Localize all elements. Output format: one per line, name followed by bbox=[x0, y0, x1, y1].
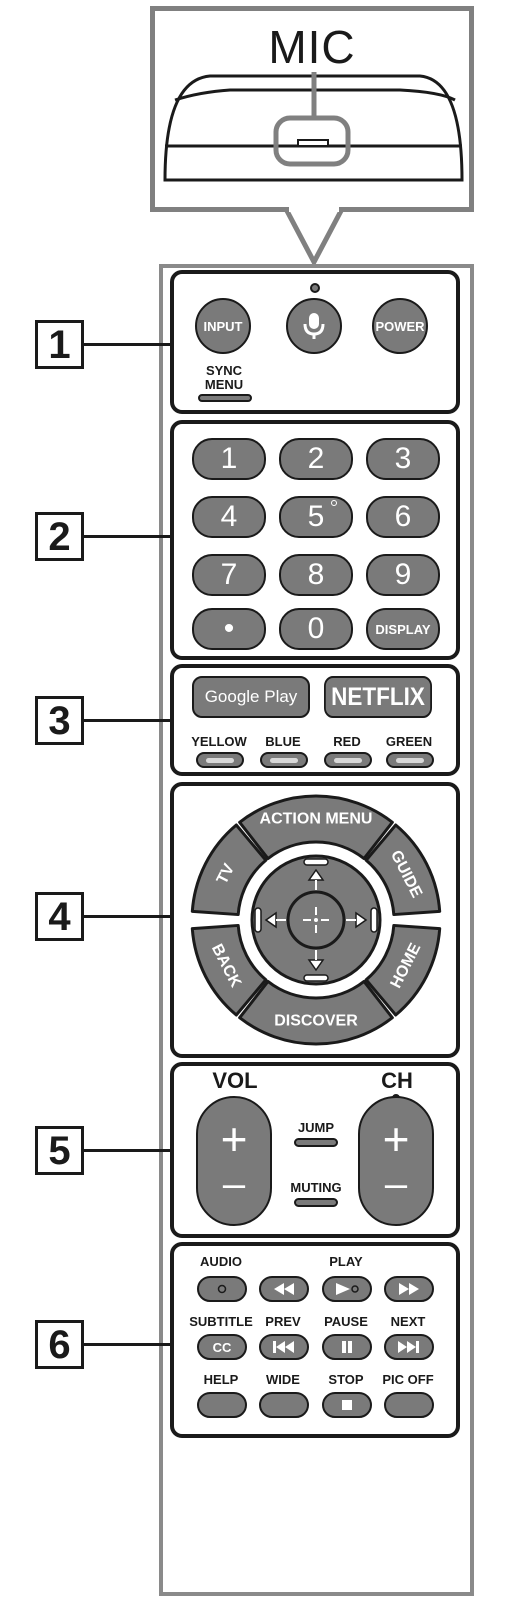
playback-label-audio: AUDIO bbox=[200, 1254, 242, 1269]
ring-label-action-menu: ACTION MENU bbox=[260, 811, 373, 828]
key-6-button[interactable]: 6 bbox=[366, 496, 440, 538]
enter-crosshair-icon bbox=[303, 907, 329, 933]
cc-icon: CC bbox=[212, 1339, 232, 1355]
input-button[interactable]: INPUT bbox=[195, 298, 251, 354]
muting-button[interactable] bbox=[294, 1198, 338, 1207]
playback-label-wide: WIDE bbox=[266, 1372, 300, 1387]
playback-fast-forward-icon-button[interactable] bbox=[384, 1276, 434, 1302]
next-icon bbox=[398, 1341, 420, 1353]
ring-action-menu-button[interactable] bbox=[238, 794, 394, 861]
key-1-button[interactable]: 1 bbox=[192, 438, 266, 480]
google-play-button[interactable]: Google Play bbox=[192, 676, 310, 718]
key-4-button[interactable]: 4 bbox=[192, 496, 266, 538]
mic-button[interactable] bbox=[286, 298, 342, 354]
prev-icon bbox=[273, 1341, 295, 1353]
callout-1: 1 bbox=[35, 320, 84, 369]
playback-wide-button[interactable] bbox=[259, 1392, 309, 1418]
callout-leader-3 bbox=[84, 719, 172, 722]
callout-4: 4 bbox=[35, 892, 84, 941]
microphone-icon bbox=[303, 313, 325, 339]
sync-menu-button[interactable] bbox=[198, 394, 252, 402]
key-display-button[interactable]: DISPLAY bbox=[366, 608, 440, 650]
playback-pause-button[interactable] bbox=[322, 1334, 372, 1360]
jump-label: JUMP bbox=[297, 1120, 335, 1135]
volume-rocker[interactable]: + – bbox=[196, 1096, 272, 1226]
mic-callout-drawing bbox=[163, 72, 464, 268]
jump-button[interactable] bbox=[294, 1138, 338, 1147]
volume-down-icon[interactable]: – bbox=[222, 1162, 246, 1206]
callout-leader-6 bbox=[84, 1343, 172, 1346]
key-2-button[interactable]: 2 bbox=[279, 438, 353, 480]
mic-title: MIC bbox=[268, 21, 356, 73]
playback-pic-off-button[interactable] bbox=[384, 1392, 434, 1418]
callout-5: 5 bbox=[35, 1126, 84, 1175]
pause-icon bbox=[341, 1341, 353, 1353]
playback-label-play: PLAY bbox=[329, 1254, 363, 1269]
callout-leader-5 bbox=[84, 1149, 172, 1152]
color-key-yellow-button[interactable] bbox=[196, 752, 244, 768]
audio-dot-icon bbox=[216, 1283, 228, 1295]
callout-leader-4 bbox=[84, 915, 172, 918]
key-0-button[interactable]: 0 bbox=[279, 608, 353, 650]
rewind-icon bbox=[274, 1283, 294, 1295]
playback-label-help: HELP bbox=[203, 1372, 239, 1387]
ring-tv-button[interactable] bbox=[190, 823, 268, 917]
power-button[interactable]: POWER bbox=[372, 298, 428, 354]
ring-home-button[interactable] bbox=[364, 923, 442, 1017]
netflix-button[interactable]: NETFLIX bbox=[324, 676, 432, 718]
channel-down-icon[interactable]: – bbox=[384, 1162, 408, 1206]
key-3-button[interactable]: 3 bbox=[366, 438, 440, 480]
playback-audio-button[interactable] bbox=[197, 1276, 247, 1302]
vol-label: VOL bbox=[212, 1068, 258, 1093]
ring-label-discover: DISCOVER bbox=[274, 1013, 358, 1030]
key-9-button[interactable]: 9 bbox=[366, 554, 440, 596]
key-dot-button[interactable]: • bbox=[192, 608, 266, 650]
muting-label: MUTING bbox=[290, 1180, 342, 1195]
ch-label: CH bbox=[381, 1068, 413, 1093]
ring-back-button[interactable] bbox=[190, 923, 268, 1017]
playback-help-button[interactable] bbox=[197, 1392, 247, 1418]
playback-next-button[interactable] bbox=[384, 1334, 434, 1360]
playback-label-pic-off: PIC OFF bbox=[382, 1372, 434, 1387]
channel-up-icon[interactable]: + bbox=[382, 1113, 410, 1165]
volume-up-icon[interactable]: + bbox=[220, 1113, 248, 1165]
channel-rocker[interactable]: + – bbox=[358, 1096, 434, 1226]
playback-subtitle-button[interactable]: CC bbox=[197, 1334, 247, 1360]
playback-rewind-icon-button[interactable] bbox=[259, 1276, 309, 1302]
stop-icon bbox=[341, 1399, 353, 1411]
playback-prev-button[interactable] bbox=[259, 1334, 309, 1360]
playback-stop-button[interactable] bbox=[322, 1392, 372, 1418]
playback-label-next: NEXT bbox=[390, 1314, 426, 1329]
play-icon bbox=[334, 1283, 360, 1295]
mic-indicator bbox=[310, 283, 320, 293]
fast-forward-icon bbox=[399, 1283, 419, 1295]
color-key-label-yellow: YELLOW bbox=[191, 734, 247, 749]
callout-6: 6 bbox=[35, 1320, 84, 1369]
playback-label-stop: STOP bbox=[328, 1372, 364, 1387]
ring-discover-button[interactable] bbox=[238, 979, 394, 1046]
color-key-label-blue: BLUE bbox=[265, 734, 301, 749]
color-key-label-red: RED bbox=[333, 734, 361, 749]
key-5-tactile-dot bbox=[331, 500, 337, 506]
playback-label-pause: PAUSE bbox=[324, 1314, 368, 1329]
callout-leader-2 bbox=[84, 535, 172, 538]
callout-leader-1 bbox=[84, 343, 172, 346]
color-key-green-button[interactable] bbox=[386, 752, 434, 768]
playback-play-button[interactable] bbox=[322, 1276, 372, 1302]
color-key-blue-button[interactable] bbox=[260, 752, 308, 768]
callout-3: 3 bbox=[35, 696, 84, 745]
playback-label-subtitle: SUBTITLE bbox=[189, 1314, 253, 1329]
key-5-button[interactable]: 5 bbox=[279, 496, 353, 538]
color-key-label-green: GREEN bbox=[385, 734, 433, 749]
ring-guide-button[interactable] bbox=[364, 823, 442, 917]
callout-2: 2 bbox=[35, 512, 84, 561]
key-8-button[interactable]: 8 bbox=[279, 554, 353, 596]
color-key-red-button[interactable] bbox=[324, 752, 372, 768]
playback-label-prev: PREV bbox=[265, 1314, 301, 1329]
key-7-button[interactable]: 7 bbox=[192, 554, 266, 596]
